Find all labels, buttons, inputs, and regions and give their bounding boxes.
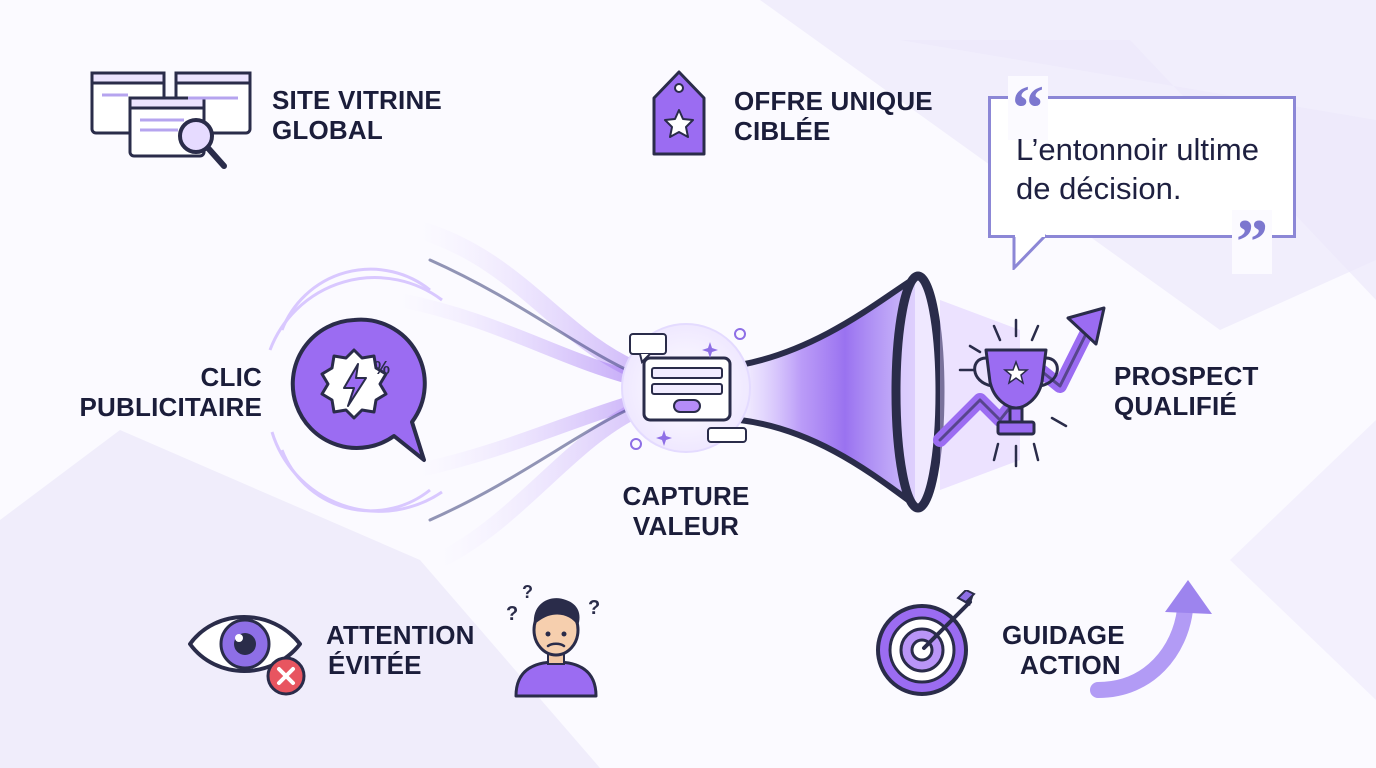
node-clic-line2: PUBLICITAIRE <box>79 392 262 422</box>
quote-line2: de décision. <box>1016 171 1182 206</box>
guidage-curved-arrow <box>1090 580 1212 698</box>
funnel-left-streams <box>393 221 651 568</box>
node-site-vitrine: SITE VITRINE GLOBAL <box>272 85 442 145</box>
svg-text:?: ? <box>506 603 518 625</box>
svg-text:%: % <box>374 358 390 378</box>
quote-box-tail <box>1012 234 1048 270</box>
node-clic-line1: CLIC <box>200 362 262 392</box>
node-offre-unique-line2: CIBLÉE <box>734 116 831 146</box>
eye-blocked-icon <box>188 615 306 696</box>
svg-text:?: ? <box>588 597 600 619</box>
clic-ripples <box>268 267 443 513</box>
form-capture-icon <box>629 328 747 450</box>
node-site-vitrine-line2: GLOBAL <box>272 115 383 145</box>
node-offre-unique-line1: OFFRE UNIQUE <box>734 86 933 116</box>
confused-person-icon: ? ? ? <box>506 582 600 698</box>
lightning-badge-chat-icon: % <box>290 317 427 462</box>
browser-windows-search-icon <box>90 71 252 169</box>
node-guidage-line2: ACTION <box>1020 650 1121 680</box>
price-tag-star-icon <box>652 70 706 156</box>
bg-shape-bottom-left <box>0 430 600 768</box>
node-capture-line1: CAPTURE <box>622 481 750 511</box>
node-attention-line2: ÉVITÉE <box>328 650 422 680</box>
node-clic-publicitaire: CLIC PUBLICITAIRE <box>40 362 262 422</box>
node-capture-valeur: CAPTURE VALEUR <box>596 481 776 541</box>
trophy-growth-arrow-icon <box>933 306 1106 468</box>
node-prospect-qualifie: PROSPECT QUALIFIÉ <box>1114 361 1259 421</box>
quote-close-mark: ” <box>1232 210 1272 274</box>
node-prospect-line1: PROSPECT <box>1114 361 1259 391</box>
funnel-cone <box>739 271 1020 513</box>
quote-open-mark: “ <box>1008 76 1048 140</box>
bg-shape-bottom-right <box>1230 420 1376 700</box>
quote-text: L’entonnoir ultime de décision. <box>1016 130 1296 208</box>
node-guidage-line1: GUIDAGE <box>1002 620 1125 650</box>
quote-line1: L’entonnoir ultime <box>1016 132 1259 167</box>
node-site-vitrine-line1: SITE VITRINE <box>272 85 442 115</box>
node-attention-line1: ATTENTION <box>326 620 475 650</box>
node-attention-evitee: ATTENTION ÉVITÉE <box>326 620 475 680</box>
node-capture-line2: VALEUR <box>632 511 740 541</box>
node-prospect-line2: QUALIFIÉ <box>1114 391 1237 421</box>
node-guidage-action: GUIDAGE ACTION <box>1002 620 1125 680</box>
target-arrow-icon <box>876 590 976 696</box>
svg-text:?: ? <box>522 582 533 602</box>
node-offre-unique: OFFRE UNIQUE CIBLÉE <box>734 86 933 146</box>
